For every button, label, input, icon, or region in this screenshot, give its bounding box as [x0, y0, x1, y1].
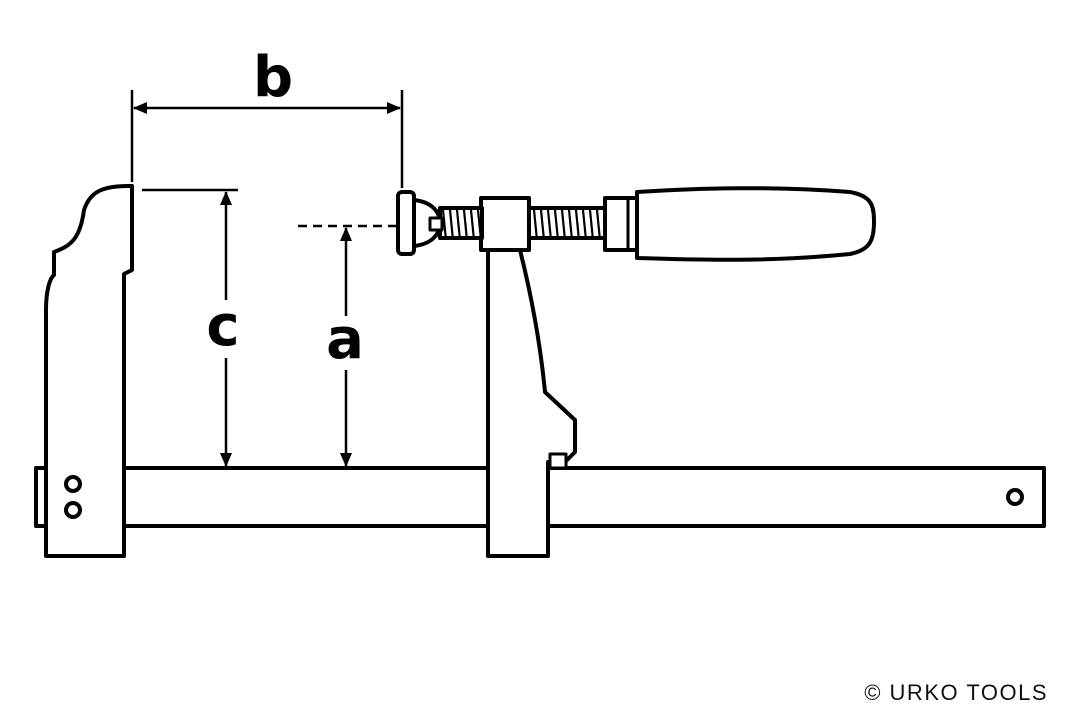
jaw-hole-bottom [64, 501, 82, 519]
handle [635, 186, 876, 262]
dimension-a-label: a [326, 307, 364, 372]
thread-right [527, 206, 607, 240]
dimension-lines [130, 90, 404, 467]
swivel-pad [396, 190, 416, 256]
fixed-jaw [44, 184, 134, 558]
swivel-pin [428, 216, 444, 232]
arm-stop [548, 452, 568, 470]
handle-ferrule [603, 196, 639, 252]
copyright-label: © URKO TOOLS [864, 680, 1048, 705]
thread-left [438, 206, 484, 240]
clamp [34, 184, 1046, 558]
rail-end-hole [1006, 488, 1024, 506]
screw-nut [479, 196, 531, 252]
dimension-b-label: b [253, 45, 293, 110]
jaw-hole-top [64, 475, 82, 493]
dimension-c-label: c [206, 294, 239, 359]
